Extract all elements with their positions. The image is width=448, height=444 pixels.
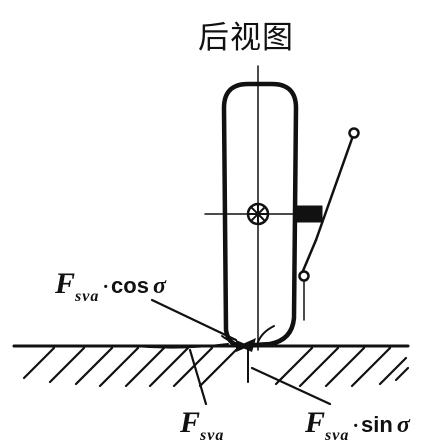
ground-hatch-icon [22,346,410,388]
sin-leader-line [250,366,332,406]
label-subscript: sva [200,427,225,444]
ground-force-vector [133,343,229,349]
label-f-ground: Fsva [180,406,224,444]
label-angle: σ [152,273,166,299]
label-subscript: sva [325,427,350,444]
label-force-symbol: F [305,406,326,439]
contact-arrowhead [238,338,256,352]
label-subscript: sva [75,288,100,305]
diagram-title: 后视图 [198,20,294,56]
tyre-outline [221,81,299,349]
wheel-hub-icon [246,202,270,226]
label-force-symbol: F [180,406,201,439]
cos-leader-line [150,298,238,342]
label-angle: σ [396,412,410,438]
stub-axle [295,205,323,223]
ground-leader-line [188,348,208,406]
label-function: sin [361,412,393,437]
label-dot: · [102,276,110,298]
label-function: cos [111,273,149,298]
label-dot: · [352,415,360,437]
suspension-linkage-icon [298,127,360,282]
label-force-symbol: F [55,267,76,300]
tyre-contact-curve [257,325,275,343]
